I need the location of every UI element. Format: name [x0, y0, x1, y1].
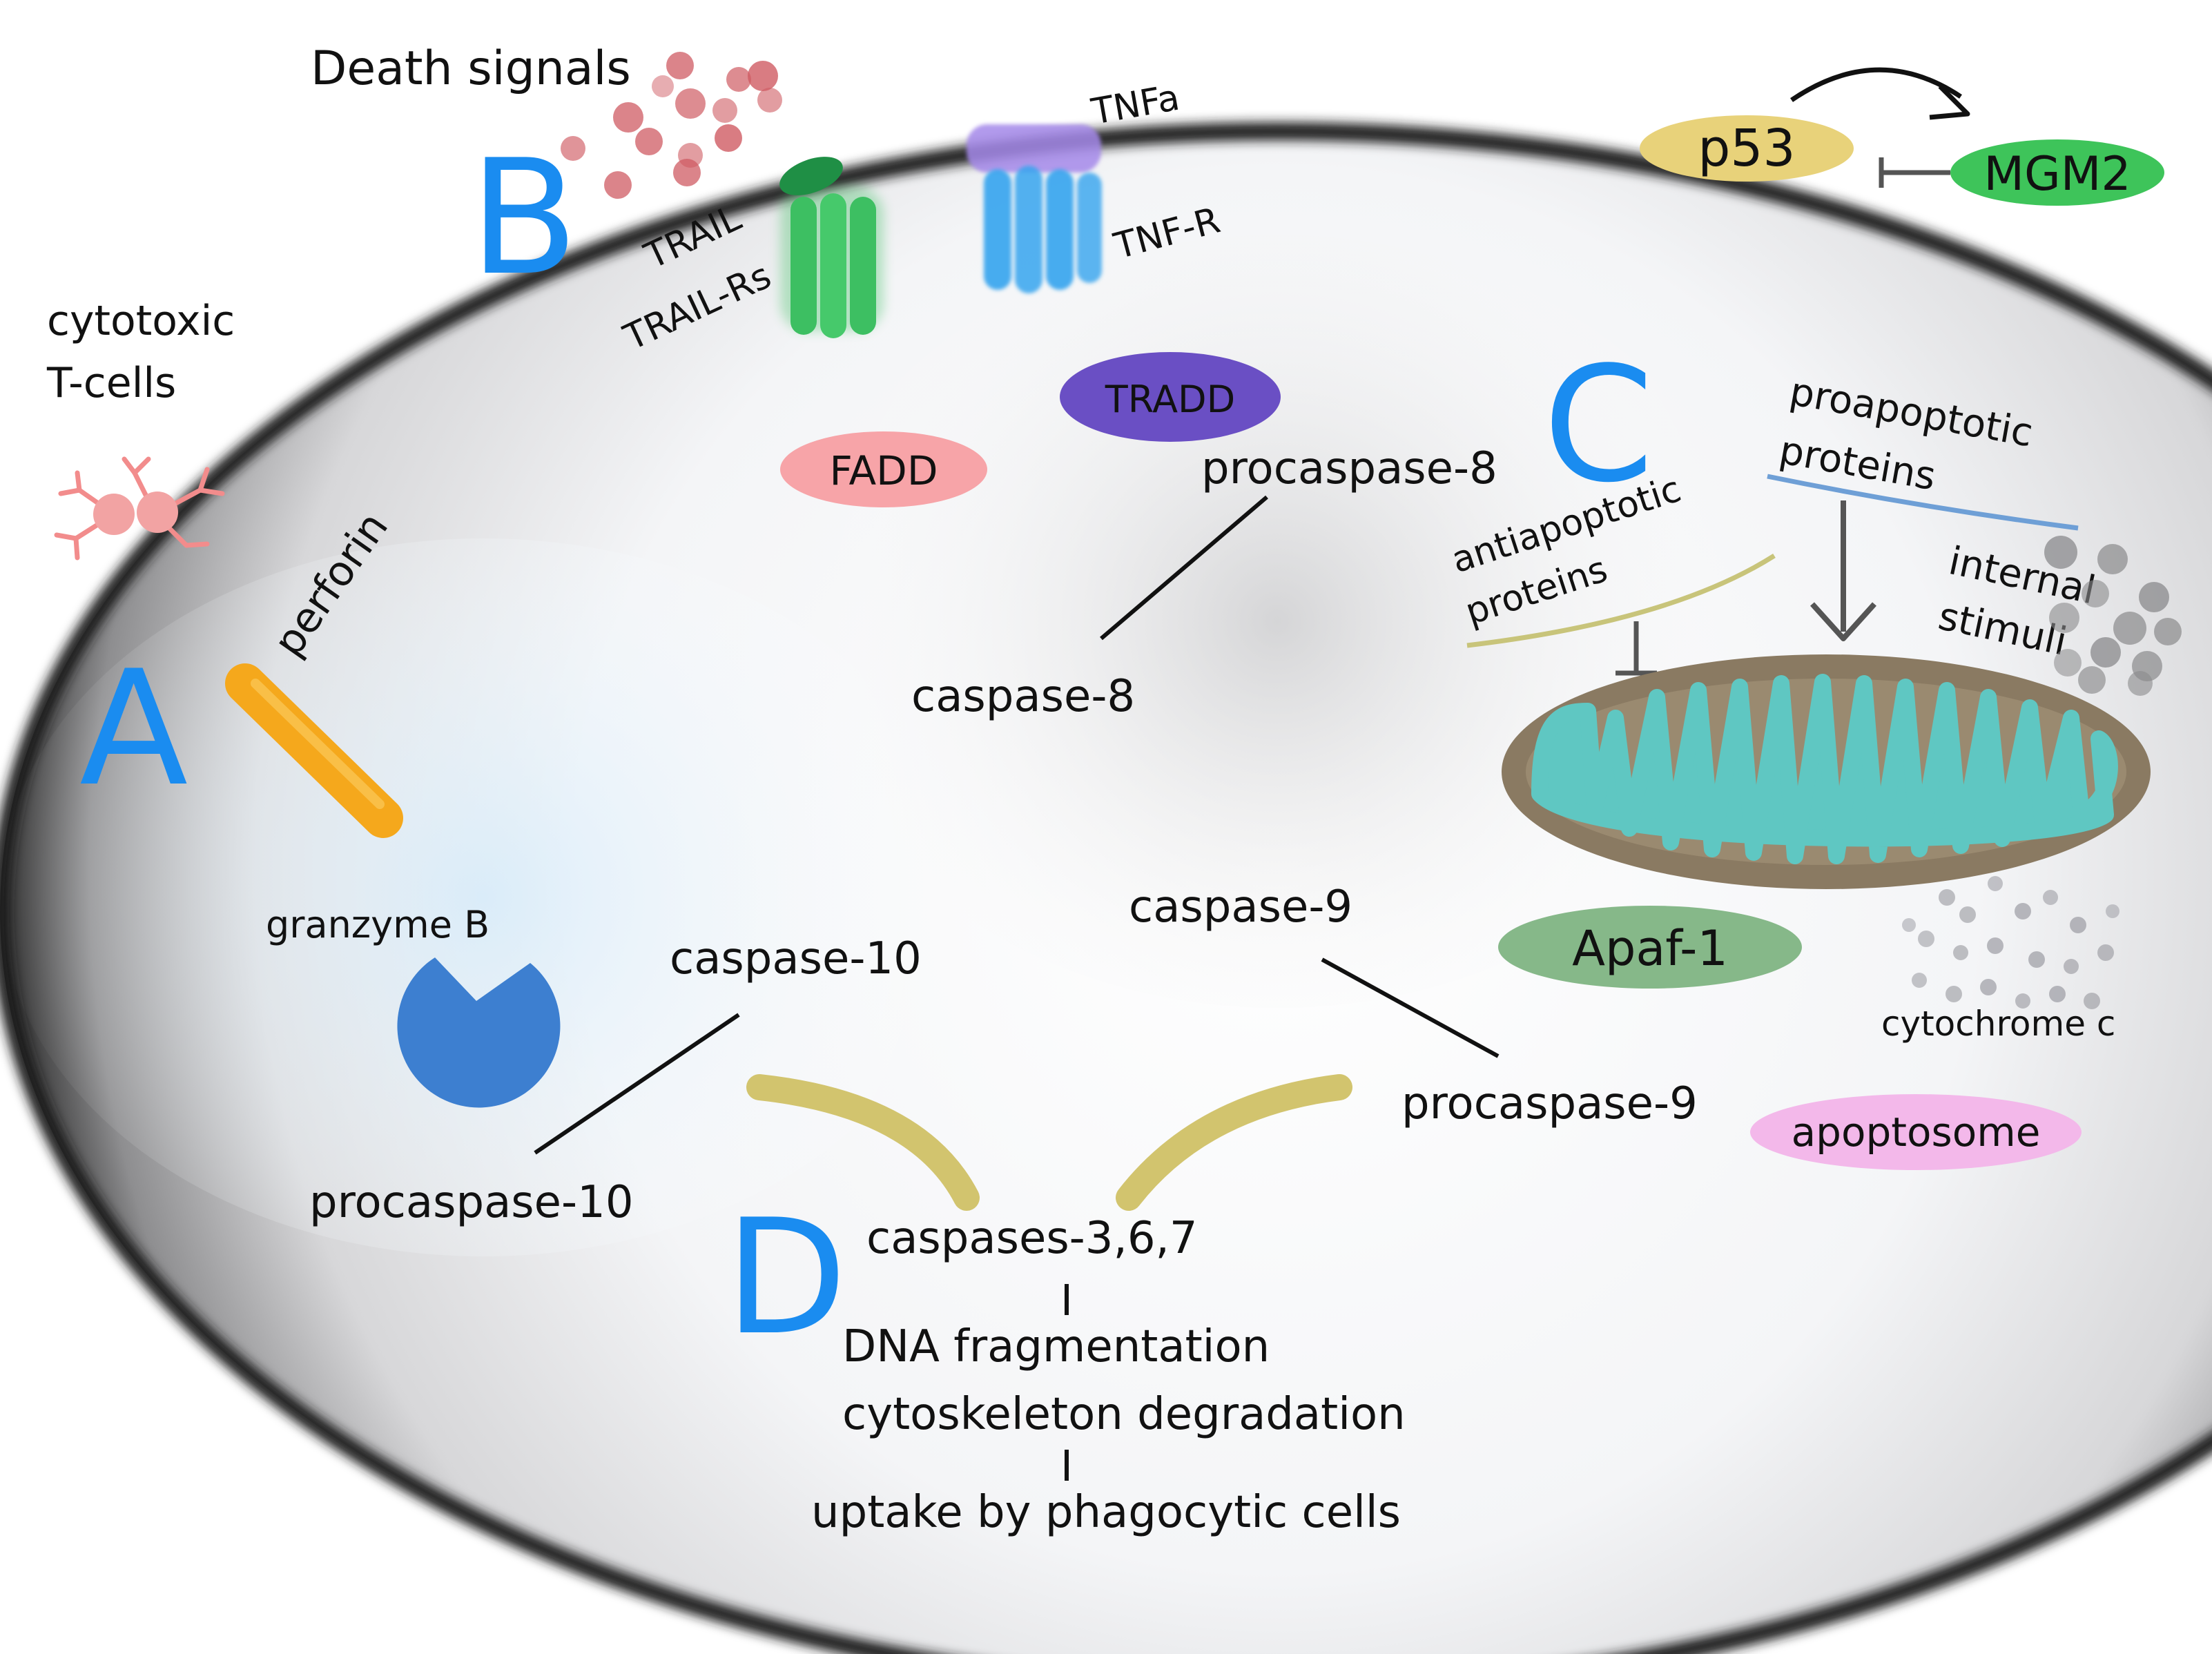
- caspases-3-6-7-label: caspases-3,6,7: [866, 1213, 1198, 1264]
- cytochrome-c-particles: [1902, 876, 2119, 1009]
- bridge-right: [1116, 1074, 1352, 1211]
- internal-stimuli-particles: [2044, 536, 2182, 696]
- procaspase-9-label: procaspase-9: [1401, 1078, 1698, 1129]
- p53-label: p53: [1698, 119, 1795, 178]
- cytochrome-c-label: cytochrome c: [1881, 1004, 2115, 1044]
- mgm2-ellipse: [1950, 139, 2164, 206]
- cytoplasm-blue-glow: [0, 538, 967, 1256]
- cell-membrane: [0, 122, 2212, 1654]
- trail-receptor: [780, 186, 884, 338]
- granzyme-b-icon: [397, 957, 561, 1108]
- section-letter-a: A: [79, 637, 188, 821]
- t-cells-label: T-cells: [46, 359, 176, 407]
- tnfa-ligand: [967, 124, 1101, 173]
- apaf1-ellipse: [1498, 906, 1802, 989]
- cytoskeleton-degradation-label: cytoskeleton degradation: [842, 1389, 1406, 1440]
- granzyme-b-label: granzyme B: [266, 903, 489, 946]
- caspase-10-connector: [534, 1013, 740, 1155]
- apoptosome-label: apoptosome: [1792, 1109, 2041, 1156]
- fadd-label: FADD: [829, 447, 938, 494]
- bridge-left: [746, 1074, 980, 1211]
- mitochondrion: [1502, 654, 2151, 889]
- procaspase-8-label: procaspase-8: [1201, 443, 1497, 494]
- tradd-label: TRADD: [1105, 378, 1235, 421]
- p53-ellipse: [1640, 115, 1854, 182]
- apoptosome-ellipse: [1750, 1094, 2082, 1170]
- section-letter-c: C: [1543, 333, 1654, 518]
- mgm2-label: MGM2: [1983, 147, 2131, 202]
- apaf1-label: Apaf-1: [1572, 920, 1728, 977]
- section-letter-b: B: [469, 126, 579, 311]
- caspase-8-label: caspase-8: [911, 671, 1135, 722]
- tradd-ellipse: [1060, 352, 1281, 442]
- death-signals-label: Death signals: [311, 41, 631, 96]
- caspase-9-label: caspase-9: [1129, 882, 1352, 933]
- trail-ligand: [779, 157, 843, 195]
- section-letter-d: D: [725, 1186, 847, 1370]
- procaspase-10-label: procaspase-10: [309, 1177, 634, 1228]
- cytoplasm-shading: [794, 235, 1760, 1008]
- p53-activates-mgm2-arrow: [1790, 67, 1962, 102]
- caspase-8-connector: [1100, 495, 1268, 641]
- dna-fragmentation-label: DNA fragmentation: [842, 1321, 1270, 1372]
- caspase-10-label: caspase-10: [670, 933, 922, 984]
- uptake-label: uptake by phagocytic cells: [811, 1487, 1401, 1538]
- tnf-receptor: [984, 166, 1102, 293]
- t-cell-1: [93, 494, 135, 535]
- death-signal-particles: [561, 52, 782, 199]
- caspase-9-connector: [1321, 957, 1500, 1058]
- perforin-pore: [225, 663, 403, 838]
- t-cell-2: [137, 492, 178, 533]
- antiapoptotic-bar: [1466, 554, 1776, 648]
- cytotoxic-label: cytotoxic: [47, 297, 235, 345]
- fadd-ellipse: [780, 431, 987, 507]
- proapoptotic-bar: [1767, 474, 2079, 531]
